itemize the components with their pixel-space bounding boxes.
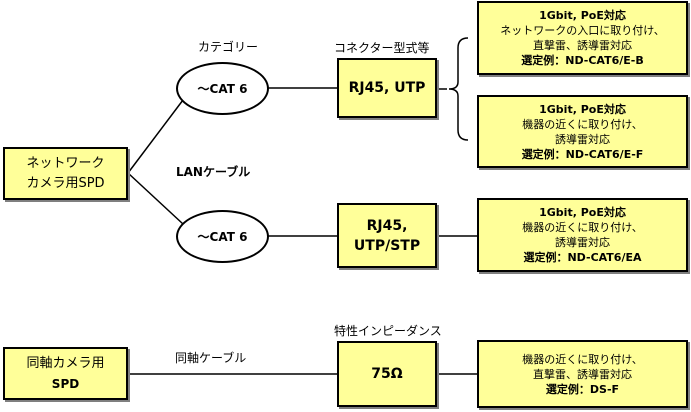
detail-4-line2: 直撃雷、誘導雷対応: [533, 367, 632, 381]
line-spd-to-cat-bottom: [127, 172, 184, 225]
category-label: カテゴリー: [198, 40, 259, 54]
detail-1-line2: ネットワークの入口に取り付け、: [500, 24, 665, 37]
connector-bottom-line1: RJ45,: [366, 217, 408, 234]
coax-camera-spd-box: 同軸カメラ用 SPD: [3, 347, 128, 400]
lan-cable-label: LANケーブル: [176, 165, 251, 179]
detail-2-line1: 1Gbit, PoE対応: [539, 102, 626, 116]
cat-bottom-text: ～CAT 6: [197, 230, 248, 244]
connector-box-utp: RJ45, UTP: [337, 58, 437, 118]
detail-4-line3: 選定例：DS-F: [545, 382, 620, 396]
connector-box-utp-stp: RJ45, UTP/STP: [337, 203, 437, 268]
category-ellipse-bottom: ～CAT 6: [176, 210, 269, 263]
network-spd-line1: ネットワーク: [26, 155, 105, 171]
detail-2-line2: 機器の近くに取り付け、: [522, 117, 643, 131]
brace: [448, 37, 469, 141]
impedance-value: 75Ω: [371, 366, 403, 382]
line-spd-to-cat-top: [127, 99, 184, 174]
detail-1-line1: 1Gbit, PoE対応: [539, 9, 626, 22]
impedance-box: 75Ω: [337, 341, 437, 407]
connector-bottom-line2: UTP/STP: [353, 237, 421, 254]
detail-3-line1: 1Gbit, PoE対応: [539, 206, 626, 219]
coax-spd-line2: SPD: [51, 376, 80, 391]
impedance-label: 特性インピーダンス: [334, 324, 442, 338]
detail-2-line4: 選定例：ND-CAT6/E-F: [521, 147, 644, 161]
detail-1-line3: 直撃雷、誘導雷対応: [533, 39, 632, 52]
detail-2-line3: 誘導雷対応: [555, 132, 610, 146]
coax-cable-label: 同軸ケーブル: [175, 351, 247, 365]
category-ellipse-top: ～CAT 6: [176, 62, 269, 115]
network-spd-line2: カメラ用SPD: [26, 175, 105, 191]
detail-1-line4: 選定例：ND-CAT6/E-B: [521, 54, 644, 67]
detail-box-nd-cat6-e-b: 1Gbit, PoE対応 ネットワークの入口に取り付け、 直撃雷、誘導雷対応 選…: [477, 1, 688, 75]
detail-3-line4: 選定例：ND-CAT6/EA: [523, 251, 642, 264]
connector-top-text: RJ45, UTP: [348, 80, 426, 96]
detail-box-nd-cat6-ea: 1Gbit, PoE対応 機器の近くに取り付け、 誘導雷対応 選定例：ND-CA…: [477, 198, 688, 272]
detail-box-ds-f: 機器の近くに取り付け、 直撃雷、誘導雷対応 選定例：DS-F: [477, 340, 688, 408]
connector-type-label: コネクター型式等: [334, 41, 430, 55]
detail-3-line3: 誘導雷対応: [555, 236, 610, 249]
network-camera-spd-box: ネットワーク カメラ用SPD: [3, 147, 128, 200]
detail-box-nd-cat6-e-f: 1Gbit, PoE対応 機器の近くに取り付け、 誘導雷対応 選定例：ND-CA…: [477, 95, 688, 168]
cat-top-text: ～CAT 6: [197, 82, 248, 96]
detail-4-line1: 機器の近くに取り付け、: [522, 352, 643, 366]
coax-spd-line1: 同軸カメラ用: [26, 355, 105, 371]
detail-3-line2: 機器の近くに取り付け、: [522, 221, 643, 234]
